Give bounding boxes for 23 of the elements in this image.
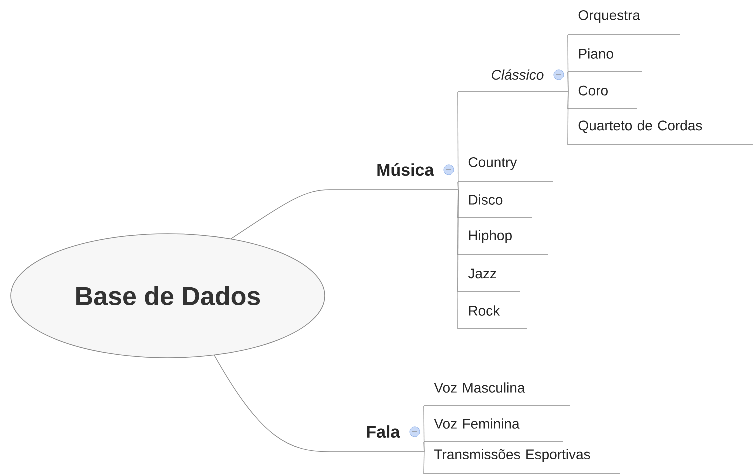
connector-line xyxy=(424,442,425,452)
branch-label: Clássico xyxy=(458,70,568,92)
branch-label: Música xyxy=(330,163,458,190)
connector-line xyxy=(458,190,459,330)
connector-line xyxy=(214,355,330,452)
topic-label: Rock xyxy=(458,306,528,330)
topic-label: Voz Feminina xyxy=(424,418,564,442)
topic-label: Disco xyxy=(458,194,532,218)
topic-label: Transmissões Esportivas xyxy=(424,449,620,474)
branch-label: Fala xyxy=(330,426,424,452)
topic-label: Jazz xyxy=(458,268,520,292)
connector-line xyxy=(231,190,330,240)
topic-label: Country xyxy=(458,157,554,182)
topic-label: Coro xyxy=(568,86,638,110)
topic-label: Orquestra xyxy=(568,10,680,36)
connector-line xyxy=(424,452,425,474)
connector-line xyxy=(568,72,569,92)
topic-label: Voz Masculina xyxy=(424,382,570,406)
topic-label: Piano xyxy=(568,48,642,72)
topic-label: Quarteto de Cordas xyxy=(568,120,753,146)
connector-line xyxy=(568,92,569,146)
topic-label: Hiphop xyxy=(458,230,548,256)
connector-line xyxy=(458,182,459,190)
